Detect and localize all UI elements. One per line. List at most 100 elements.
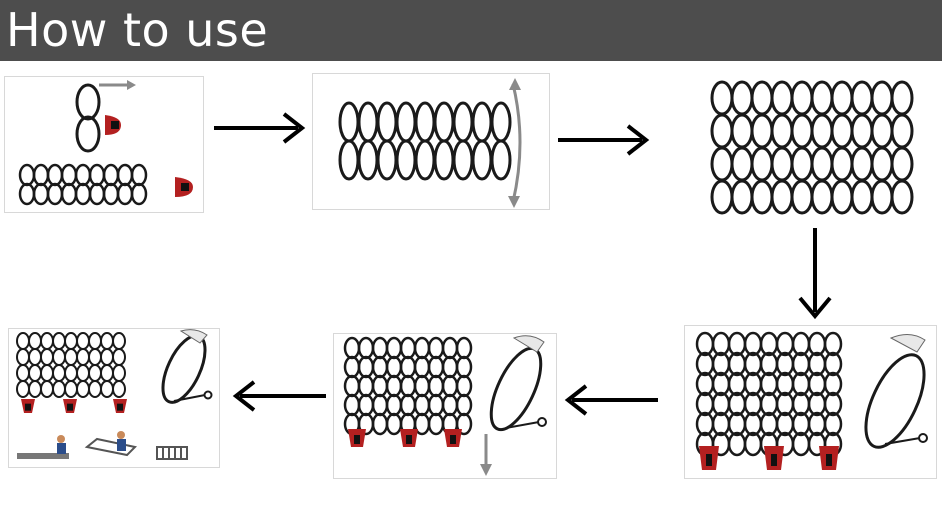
mesh-link: [376, 139, 398, 181]
mesh-link: [823, 411, 843, 437]
mesh-link: [791, 371, 811, 397]
step-3-panel: [672, 72, 936, 218]
mesh-link: [32, 163, 50, 187]
mesh-link: [88, 332, 102, 350]
mesh-link: [810, 80, 834, 116]
mesh-link: [100, 348, 114, 366]
mesh-link: [790, 146, 814, 182]
mesh-link: [890, 113, 914, 149]
mesh-link: [76, 332, 90, 350]
step-2-panel: [312, 73, 550, 210]
mesh-link: [414, 101, 436, 143]
mesh-link: [76, 364, 90, 382]
arrow-right-1: [214, 112, 306, 144]
mesh-link: [28, 364, 42, 382]
mesh-link: [759, 411, 779, 437]
mesh-link: [28, 332, 42, 350]
mesh-link: [711, 331, 731, 357]
mesh-link: [130, 182, 148, 206]
mesh-link: [850, 113, 874, 149]
mesh-link: [16, 348, 30, 366]
step-1-panel: [4, 76, 204, 213]
mesh-link: [88, 182, 106, 206]
two-row-mesh-icon: [338, 78, 522, 208]
mesh-link: [385, 336, 403, 360]
mesh-link: [743, 351, 763, 377]
mesh-link: [357, 101, 379, 143]
mesh-link: [371, 336, 389, 360]
finished-assembly-icon: [16, 329, 213, 460]
mesh-link: [823, 371, 843, 397]
mesh-link: [750, 113, 774, 149]
mesh-link: [730, 179, 754, 215]
mesh-link: [750, 146, 774, 182]
step-5-panel: [333, 333, 557, 479]
mesh-link: [850, 179, 874, 215]
mesh-link: [88, 163, 106, 187]
mesh-link: [112, 380, 126, 398]
mesh-link: [64, 332, 78, 350]
mesh-link: [890, 80, 914, 116]
mesh-link: [730, 80, 754, 116]
mesh-link: [695, 371, 715, 397]
mesh-link: [759, 371, 779, 397]
mesh-link: [870, 146, 894, 182]
mesh-link: [727, 331, 747, 357]
step-4-panel: [684, 325, 937, 479]
mesh-link: [413, 355, 431, 379]
mesh-link: [711, 411, 731, 437]
mesh-link: [413, 374, 431, 398]
mesh-link: [743, 371, 763, 397]
mesh-link: [770, 179, 794, 215]
mesh-link: [807, 411, 827, 437]
mesh-link: [338, 101, 360, 143]
mesh-link: [807, 351, 827, 377]
mesh-link: [338, 139, 360, 181]
mesh-link: [343, 393, 361, 417]
mesh-link: [770, 113, 794, 149]
arrow-left-1: [564, 384, 658, 416]
mesh-link: [74, 182, 92, 206]
mesh-link: [427, 355, 445, 379]
mesh-link: [790, 113, 814, 149]
mesh-link: [427, 393, 445, 417]
mesh-link: [441, 355, 459, 379]
mesh-link: [455, 374, 473, 398]
mesh-link: [471, 101, 493, 143]
four-row-mesh-icon: [710, 80, 914, 215]
mesh-link: [455, 336, 473, 360]
mesh-link: [427, 412, 445, 436]
mesh-link: [433, 139, 455, 181]
mesh-link: [750, 179, 774, 215]
mesh-link: [28, 348, 42, 366]
mesh-link: [727, 371, 747, 397]
mesh-link: [385, 412, 403, 436]
mesh-link: [770, 146, 794, 182]
mesh-link: [452, 139, 474, 181]
mesh-link: [413, 336, 431, 360]
mesh-link: [695, 351, 715, 377]
mesh-link: [890, 179, 914, 215]
mesh-link: [52, 348, 66, 366]
mesh-link: [433, 101, 455, 143]
mesh-link: [40, 364, 54, 382]
mesh-link: [455, 393, 473, 417]
mesh-link: [711, 351, 731, 377]
mesh-link: [371, 374, 389, 398]
mesh-link: [743, 411, 763, 437]
mesh-link: [727, 391, 747, 417]
mesh-link: [791, 351, 811, 377]
mesh-link: [743, 391, 763, 417]
mesh-link: [60, 163, 78, 187]
mesh-link: [395, 101, 417, 143]
mesh-link: [870, 113, 894, 149]
mesh-link: [343, 355, 361, 379]
mesh-link: [807, 391, 827, 417]
mesh-link: [791, 411, 811, 437]
mesh-link: [471, 139, 493, 181]
mesh-link: [395, 139, 417, 181]
mesh-link: [385, 374, 403, 398]
mesh-link: [343, 374, 361, 398]
mesh-link: [791, 391, 811, 417]
mesh-link: [88, 380, 102, 398]
